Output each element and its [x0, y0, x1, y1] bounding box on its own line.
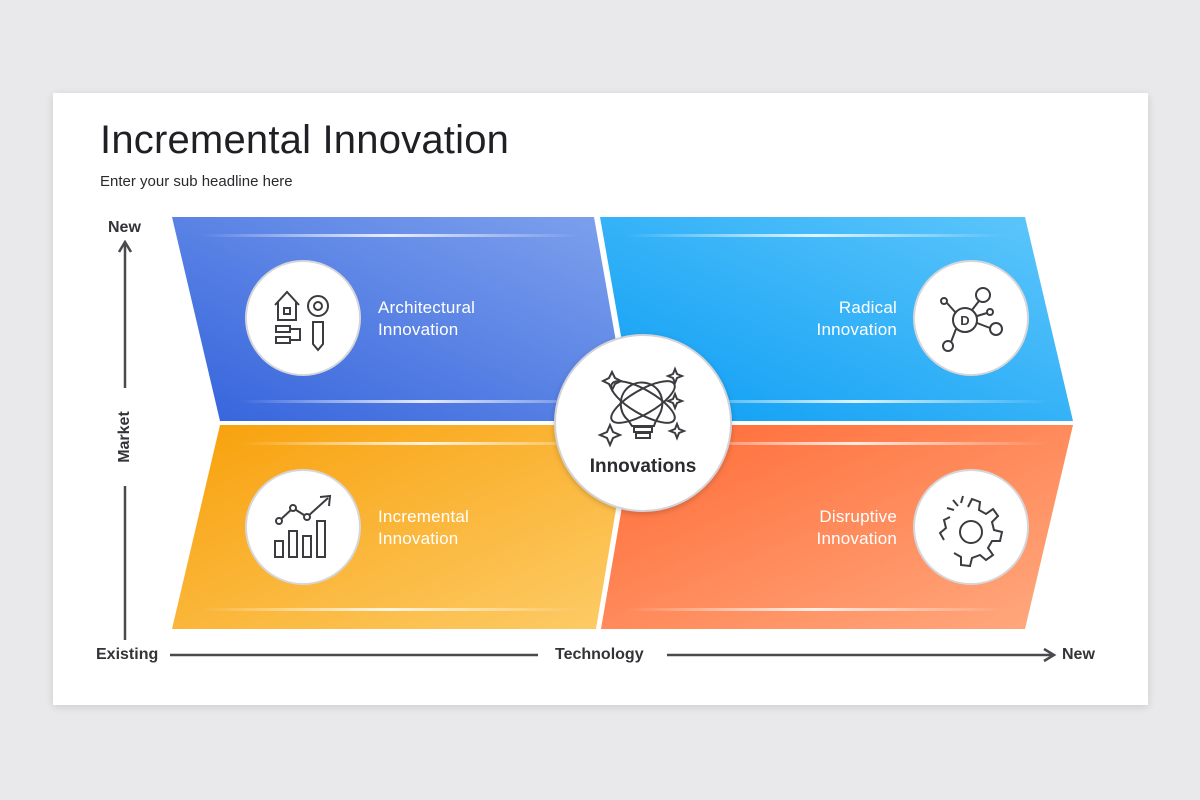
shine-line — [625, 234, 1005, 237]
market-axis — [117, 239, 133, 640]
x-axis-right-label: New — [1062, 646, 1095, 663]
shine-line — [660, 442, 1050, 445]
quadrant-label-architectural: Architectural Innovation — [378, 298, 476, 339]
shine-line — [240, 400, 610, 403]
shine-line — [240, 442, 610, 445]
shine-line — [625, 608, 1005, 611]
page-subtitle: Enter your sub headline here — [100, 173, 293, 190]
network-node-icon: D — [913, 260, 1029, 376]
building-gear-icon — [245, 260, 361, 376]
x-axis-label: Technology — [555, 646, 644, 663]
technology-axis — [170, 647, 1057, 663]
svg-text:D: D — [960, 313, 969, 328]
center-label: Innovations — [589, 456, 697, 477]
innovations-hub — [554, 334, 732, 512]
x-axis-left-label: Existing — [96, 646, 159, 663]
shine-line — [200, 234, 580, 237]
shine-line — [200, 608, 580, 611]
lightbulb-orbit-icon — [597, 366, 687, 448]
y-axis-top-label: New — [108, 219, 141, 236]
y-axis-label: Market — [116, 411, 133, 463]
quadrant-label-radical: Radical Innovation — [816, 298, 897, 339]
shine-line — [660, 400, 1050, 403]
quadrant-label-incremental: Incremental Innovation — [378, 507, 470, 548]
page-title: Incremental Innovation — [100, 118, 510, 162]
quadrant-label-disruptive: Disruptive Innovation — [816, 507, 897, 548]
growth-chart-icon — [245, 469, 361, 585]
broken-gear-icon — [913, 469, 1029, 585]
